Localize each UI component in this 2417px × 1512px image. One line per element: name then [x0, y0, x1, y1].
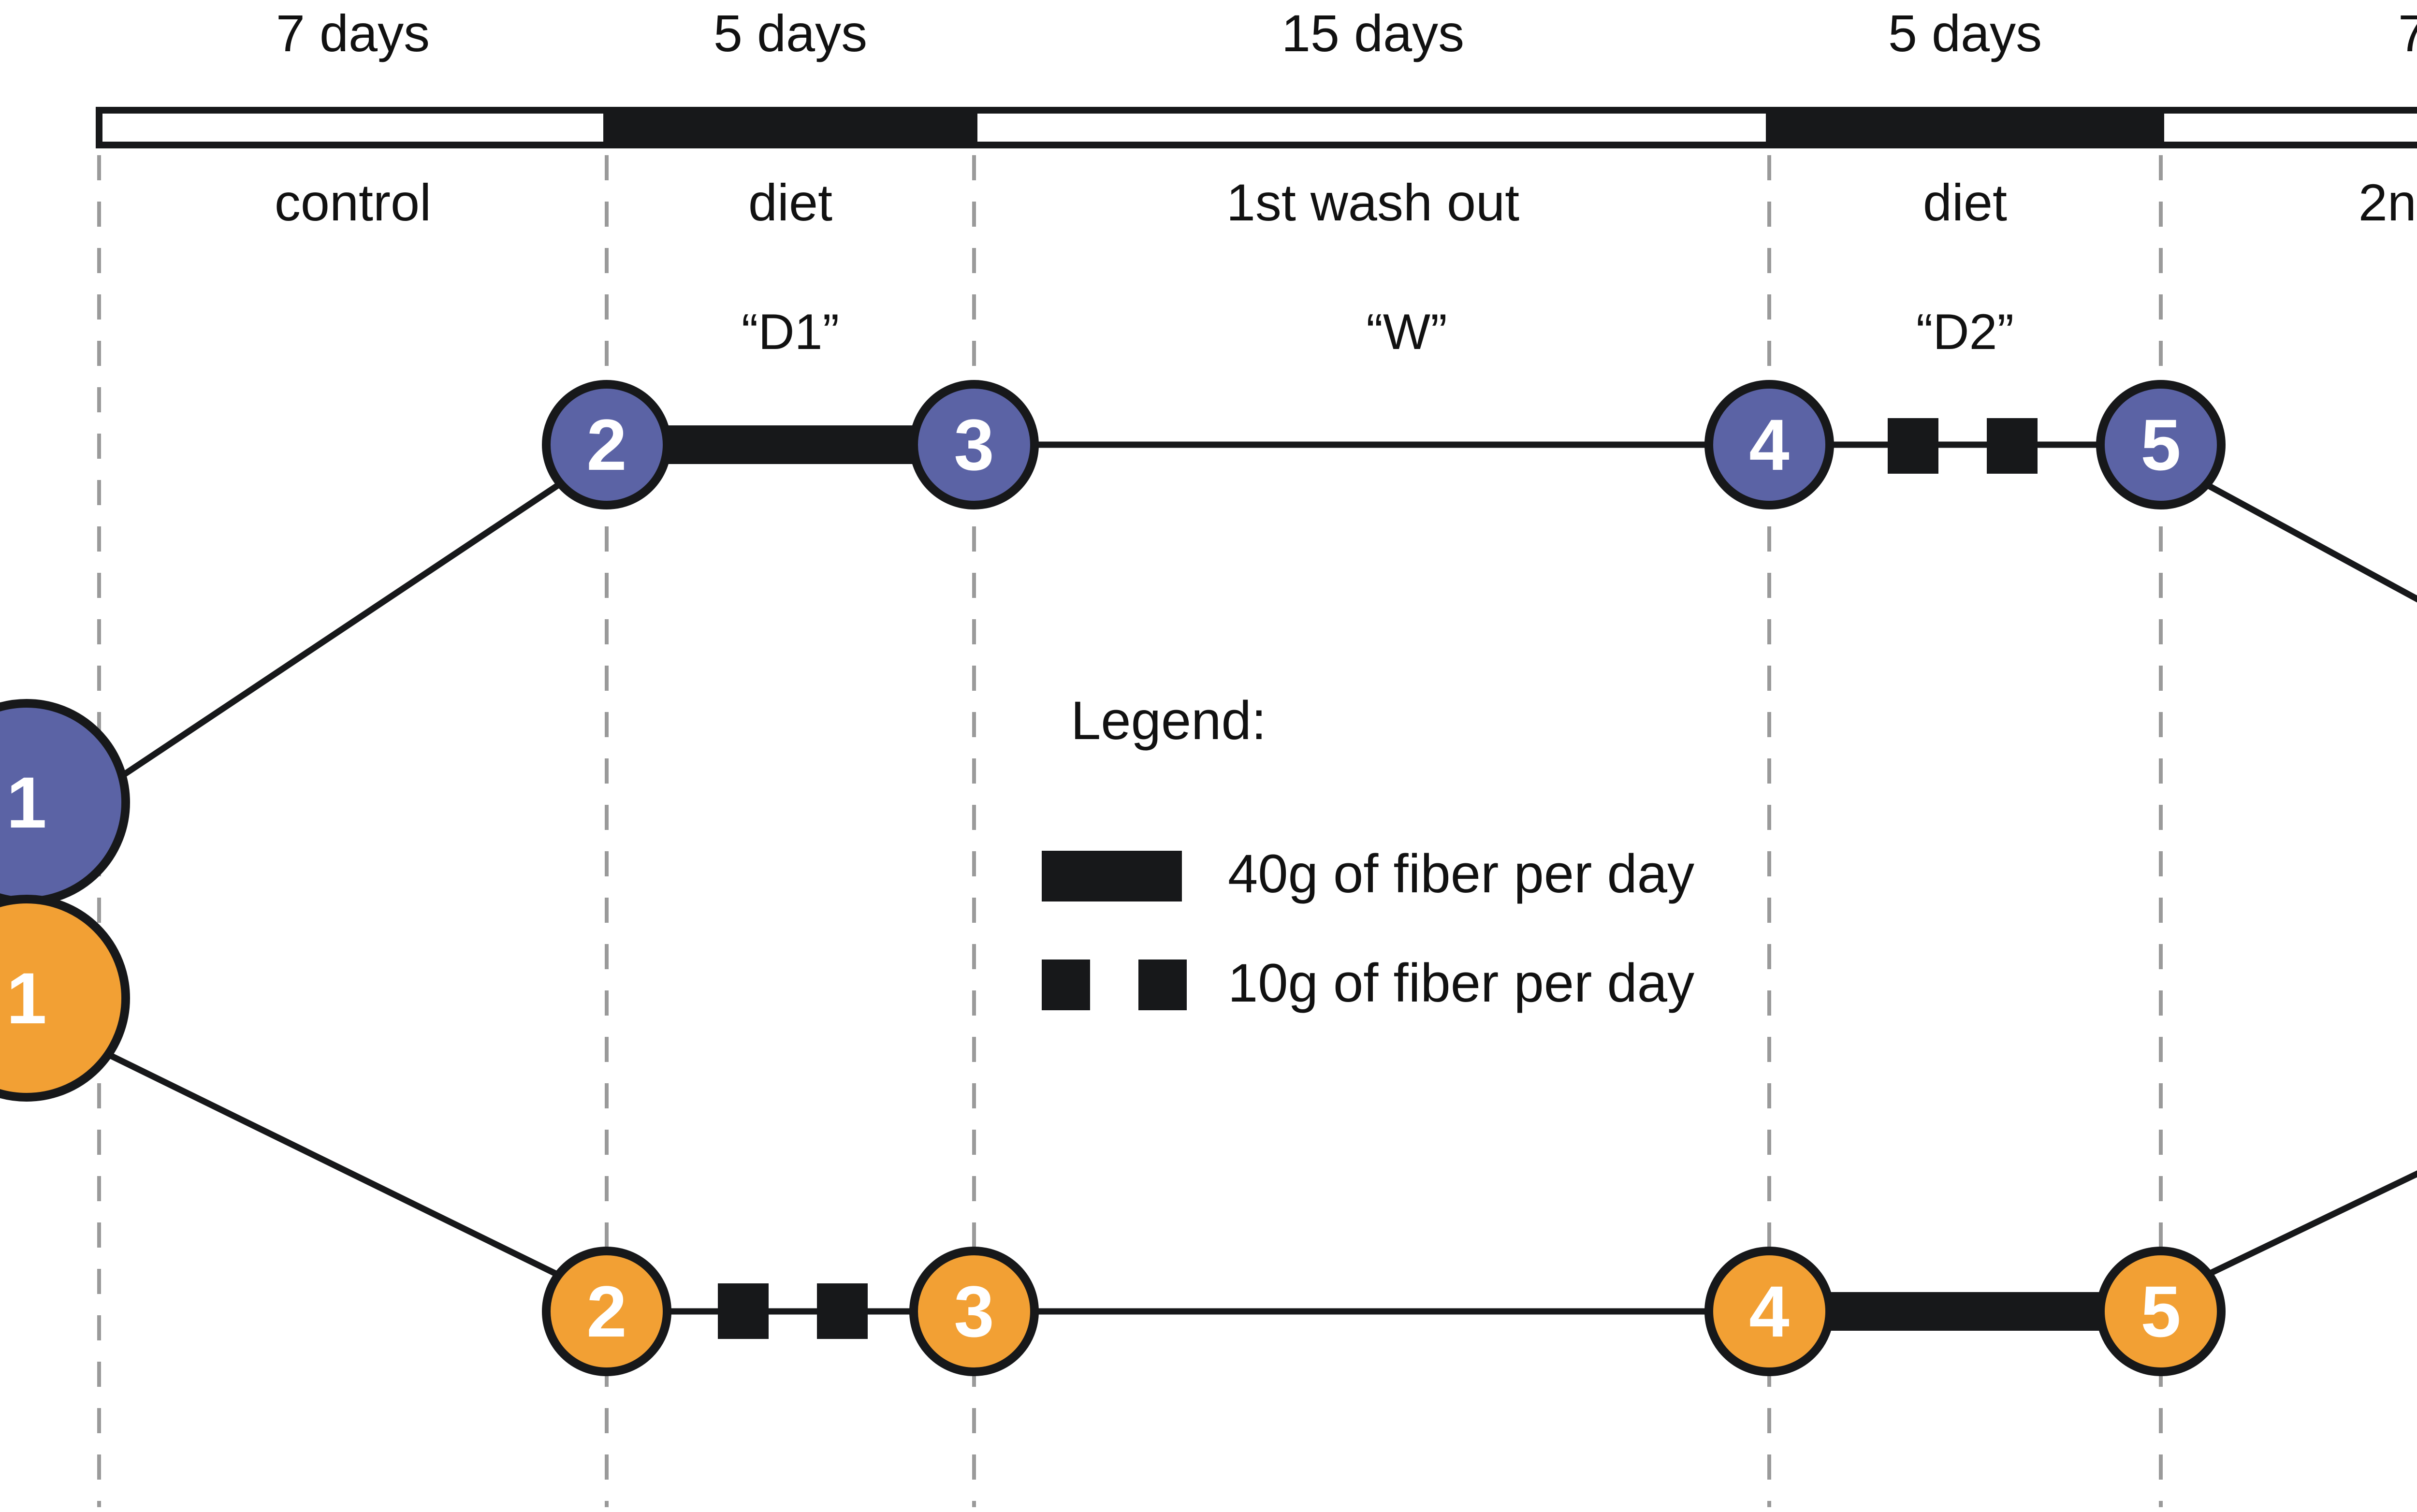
- timeline-segment-washout-2: [2157, 107, 2417, 148]
- legend-item-label-10g: 10g of fiber per day: [1228, 953, 1695, 1013]
- legend-item-label-40g: 40g of fiber per day: [1228, 843, 1695, 904]
- phase-label-diet-2: diet: [1922, 173, 2008, 232]
- link-a1-a2: [80, 480, 563, 805]
- link-b2-b3-dash-2: [817, 1283, 868, 1339]
- phase-label-diet-1: diet: [748, 173, 833, 232]
- code-label-d1: “D1”: [741, 304, 840, 360]
- duration-label-washout-2: 7 days: [2398, 4, 2417, 62]
- duration-label-diet-2: 5 days: [1888, 4, 2042, 62]
- code-label-w: “W”: [1366, 304, 1447, 360]
- link-b2-b3-dash-1: [718, 1283, 769, 1339]
- node-b4[interactable]: [1704, 1247, 1834, 1376]
- duration-label-diet-1: 5 days: [713, 4, 868, 62]
- arm-b-links: [81, 1039, 2417, 1339]
- timeline-segment-control: [96, 107, 610, 148]
- link-b1-b2: [81, 1039, 562, 1279]
- legend-swatch-dashed-bar-2: [1138, 960, 1187, 1010]
- phase-label-washout-2: 2nd wash out: [2358, 173, 2417, 232]
- link-b4-b5-thick: [1769, 1292, 2161, 1331]
- node-b3[interactable]: [909, 1247, 1039, 1376]
- timeline-segment-washout-1: [971, 107, 1773, 148]
- phase-label-control: control: [274, 173, 432, 232]
- link-a4-a5-dash-1: [1888, 418, 1938, 474]
- legend-swatch-solid-bar: [1042, 851, 1182, 901]
- phase-label-washout-1: 1st wash out: [1226, 173, 1520, 232]
- duration-label-washout-1: 15 days: [1281, 4, 1465, 62]
- arm-a-nodes: [0, 380, 2226, 906]
- node-a2[interactable]: [542, 380, 671, 509]
- code-label-d2: “D2”: [1916, 304, 2014, 360]
- legend-swatches: [1042, 851, 1187, 1010]
- timeline-bar: [96, 107, 2417, 148]
- node-a3[interactable]: [909, 380, 1039, 509]
- node-b2[interactable]: [542, 1247, 671, 1376]
- link-a4-a5-dash-2: [1987, 418, 2038, 474]
- node-a5[interactable]: [2096, 380, 2226, 509]
- timeline-segment-diet-1: [603, 107, 977, 148]
- node-b5[interactable]: [2096, 1247, 2226, 1376]
- legend-swatch-dashed-bar-1: [1042, 960, 1090, 1010]
- link-b5-b6: [2203, 1170, 2417, 1279]
- node-b1[interactable]: [0, 895, 130, 1102]
- link-a5-a6: [2202, 480, 2417, 603]
- node-a4[interactable]: [1704, 380, 1834, 509]
- legend-title: Legend:: [1071, 690, 1267, 751]
- duration-label-control: 7 days: [276, 4, 430, 62]
- node-a1[interactable]: [0, 699, 130, 906]
- arm-b-nodes: [0, 895, 2226, 1376]
- timeline-segment-diet-2: [1766, 107, 2164, 148]
